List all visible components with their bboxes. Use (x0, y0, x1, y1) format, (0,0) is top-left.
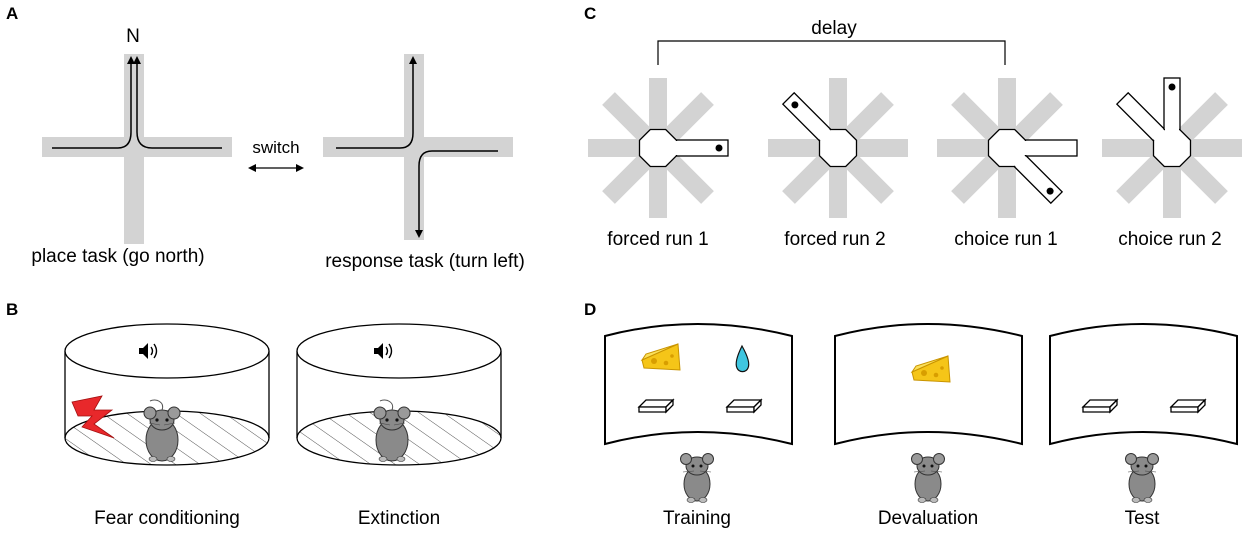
switch-label: switch (252, 138, 300, 157)
mouse-icon (911, 453, 945, 503)
test-screen (1049, 323, 1238, 503)
mouse-icon (373, 399, 411, 462)
run-label-choice-2: choice run 2 (1118, 229, 1222, 250)
panel-letter-d: D (584, 300, 597, 319)
place-task-maze (42, 54, 232, 244)
lever-icon (1082, 399, 1118, 413)
extinction-chamber (296, 323, 502, 466)
lightning-icon (71, 395, 115, 439)
run-label-choice-1: choice run 1 (954, 229, 1058, 250)
run-label-forced-1: forced run 1 (607, 229, 709, 250)
phase-label-training: Training (663, 508, 731, 529)
fear-conditioning-chamber (64, 323, 270, 466)
phase-label-test: Test (1124, 508, 1160, 529)
place-task-caption: place task (go north) (31, 246, 205, 267)
extinction-caption: Extinction (357, 508, 441, 529)
food-pellet (715, 144, 723, 152)
phase-label-devaluation: Devaluation (877, 508, 979, 529)
radial-mazes (588, 77, 1242, 218)
delay-bracket (657, 40, 1006, 65)
training-screen (604, 323, 793, 503)
mouse-icon (1125, 453, 1159, 503)
mouse-icon (143, 399, 181, 462)
water-drop-icon (735, 344, 750, 373)
panel-letter-b: B (6, 300, 19, 319)
radial-maze-1 (588, 78, 729, 218)
lever-icon (638, 399, 674, 413)
radial-maze-2 (768, 78, 908, 218)
panel-letter-c: C (584, 4, 597, 23)
fear-conditioning-caption: Fear conditioning (94, 508, 240, 529)
delay-label: delay (811, 18, 857, 39)
response-task-caption: response task (turn left) (325, 251, 525, 272)
north-label: N (126, 26, 140, 47)
radial-maze-3 (937, 78, 1078, 218)
food-pellet (1168, 83, 1176, 91)
radial-maze-4 (1102, 77, 1242, 218)
mouse-icon (680, 453, 714, 503)
devaluation-screen (834, 323, 1023, 503)
food-pellet (1046, 187, 1054, 195)
lever-icon (726, 399, 762, 413)
run-label-forced-2: forced run 2 (784, 229, 886, 250)
food-pellet (791, 101, 799, 109)
panel-letter-a: A (6, 4, 19, 23)
response-task-maze (323, 54, 513, 240)
lever-icon (1170, 399, 1206, 413)
